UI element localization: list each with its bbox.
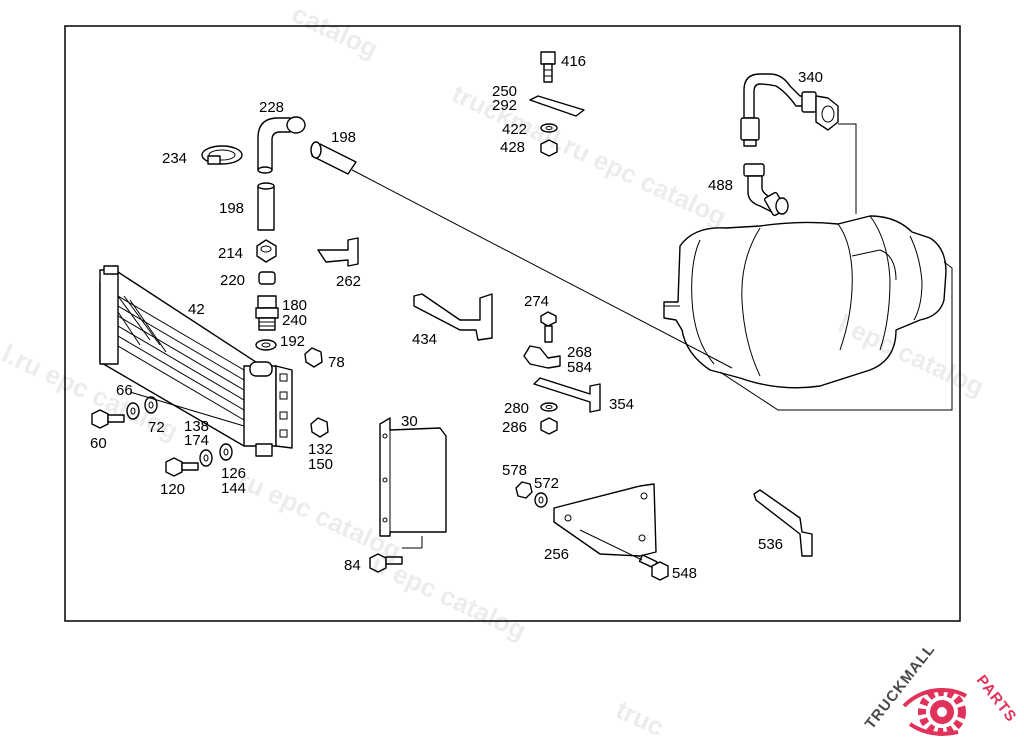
label-488: 488 (708, 177, 733, 194)
label-262: 262 (336, 273, 361, 290)
label-578: 578 (502, 462, 527, 479)
label-198-top: 198 (331, 129, 356, 146)
label-572: 572 (534, 475, 559, 492)
label-228: 228 (259, 99, 284, 116)
label-234: 234 (162, 150, 187, 167)
label-292: 292 (492, 97, 517, 114)
plate-250 (529, 95, 585, 117)
label-60: 60 (90, 435, 107, 452)
bracket-536 (753, 489, 813, 557)
label-150: 150 (308, 456, 333, 473)
bracket-354 (533, 377, 601, 413)
nut-428 (540, 139, 558, 157)
washer-572 (534, 492, 548, 508)
label-220: 220 (220, 272, 245, 289)
label-416: 416 (561, 53, 586, 70)
label-214: 214 (218, 245, 243, 262)
bolt-84 (369, 553, 403, 573)
label-428: 428 (500, 139, 525, 156)
label-434: 434 (412, 331, 437, 348)
hose-198-vertical (257, 182, 275, 231)
nut-286 (540, 417, 558, 435)
label-126: 126 (221, 465, 246, 482)
label-268: 268 (567, 344, 592, 361)
ferrule-220 (258, 271, 276, 285)
label-354: 354 (609, 396, 634, 413)
bolt-274 (540, 311, 557, 343)
nut-132 (310, 417, 329, 438)
bolt-60 (91, 409, 125, 429)
label-84: 84 (344, 557, 361, 574)
bracket-268 (523, 345, 561, 369)
nut-578 (515, 481, 533, 499)
part-labels: 416 250 292 422 428 340 488 228 198 234 … (90, 53, 823, 582)
label-548: 548 (672, 565, 697, 582)
bracket-256 (553, 483, 657, 557)
washer-280 (540, 402, 558, 412)
label-180: 180 (282, 297, 307, 314)
label-78: 78 (328, 354, 345, 371)
bracket-262 (317, 237, 359, 267)
label-422: 422 (502, 121, 527, 138)
label-30: 30 (401, 413, 418, 430)
nut-214 (256, 239, 277, 263)
washer-422 (540, 123, 558, 133)
bracket-434 (413, 293, 493, 341)
bolt-548 (638, 554, 669, 581)
bracket-30 (379, 417, 447, 537)
label-240: 240 (282, 312, 307, 329)
transmission-housing (663, 215, 947, 389)
leader-lines (129, 123, 953, 561)
washer-138 (199, 449, 213, 467)
clamp-234 (201, 145, 243, 165)
label-280: 280 (504, 400, 529, 417)
washer-72 (144, 396, 158, 414)
oil-cooler (99, 265, 293, 457)
label-536: 536 (758, 536, 783, 553)
nut-78 (304, 347, 323, 368)
label-72: 72 (148, 419, 165, 436)
oil-line-340 (740, 73, 839, 147)
label-42: 42 (188, 301, 205, 318)
label-286: 286 (502, 419, 527, 436)
label-66: 66 (116, 382, 133, 399)
label-144: 144 (221, 480, 246, 497)
logo-text-parts: PARTS (973, 672, 1020, 726)
washer-126 (219, 443, 233, 461)
label-132: 132 (308, 441, 333, 458)
label-198-side: 198 (219, 200, 244, 217)
hose-228 (257, 116, 306, 174)
gear-icon (902, 687, 968, 736)
fitting-180 (255, 295, 279, 331)
label-138: 138 (184, 418, 209, 435)
truckmall-logo: TRUCKMALL PARTS (862, 641, 1020, 736)
hose-198-angled (310, 141, 357, 175)
washer-66 (126, 402, 140, 420)
label-174: 174 (184, 432, 209, 449)
bolt-416 (540, 51, 556, 83)
label-340: 340 (798, 69, 823, 86)
bolt-120 (165, 457, 199, 477)
label-584: 584 (567, 359, 592, 376)
watermark-edge: truc (611, 694, 668, 742)
label-256: 256 (544, 546, 569, 563)
label-250: 250 (492, 83, 517, 100)
elbow-488 (743, 163, 789, 217)
label-192: 192 (280, 333, 305, 350)
label-120: 120 (160, 481, 185, 498)
washer-192 (255, 339, 277, 351)
label-274: 274 (524, 293, 549, 310)
